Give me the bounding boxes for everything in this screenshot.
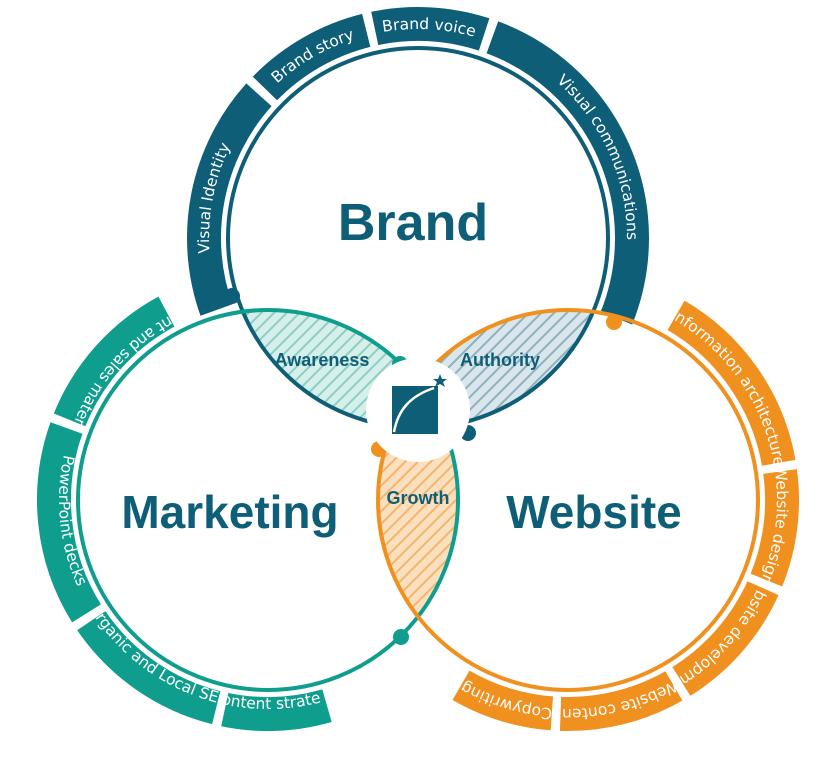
brand-ring-segment xyxy=(251,13,371,102)
website-ring-segment xyxy=(452,670,555,731)
marketing-circle xyxy=(76,308,460,692)
authority-lens xyxy=(378,310,608,428)
brand-ring-segment xyxy=(485,20,649,325)
brand-title: Brand xyxy=(338,194,488,252)
brand-dot-start xyxy=(224,288,240,304)
website-dot-start xyxy=(606,314,622,330)
brand-ring-segment xyxy=(187,83,272,317)
website-title: Website xyxy=(506,486,682,538)
marketing-ring-segment xyxy=(76,609,221,725)
marketing-ring-segment xyxy=(37,421,102,623)
authority-label: Authority xyxy=(460,350,540,370)
website-ring-segment xyxy=(672,579,780,696)
website-ring-segment xyxy=(750,467,799,587)
brand-ring-segment xyxy=(369,7,490,51)
marketing-ring-segment xyxy=(53,296,176,427)
marketing-dot-end xyxy=(393,629,409,645)
website-circle xyxy=(376,308,760,692)
website-ring-segment xyxy=(666,299,796,467)
awareness-label: Awareness xyxy=(275,350,370,370)
marketing-title: Marketing xyxy=(121,486,338,538)
logo-square-star-icon xyxy=(392,374,447,434)
marketing-ring-segment xyxy=(219,689,332,731)
center-logo xyxy=(366,358,470,462)
awareness-lens xyxy=(228,310,458,428)
growth-label: Growth xyxy=(387,488,450,508)
website-ring-segment xyxy=(559,670,684,731)
